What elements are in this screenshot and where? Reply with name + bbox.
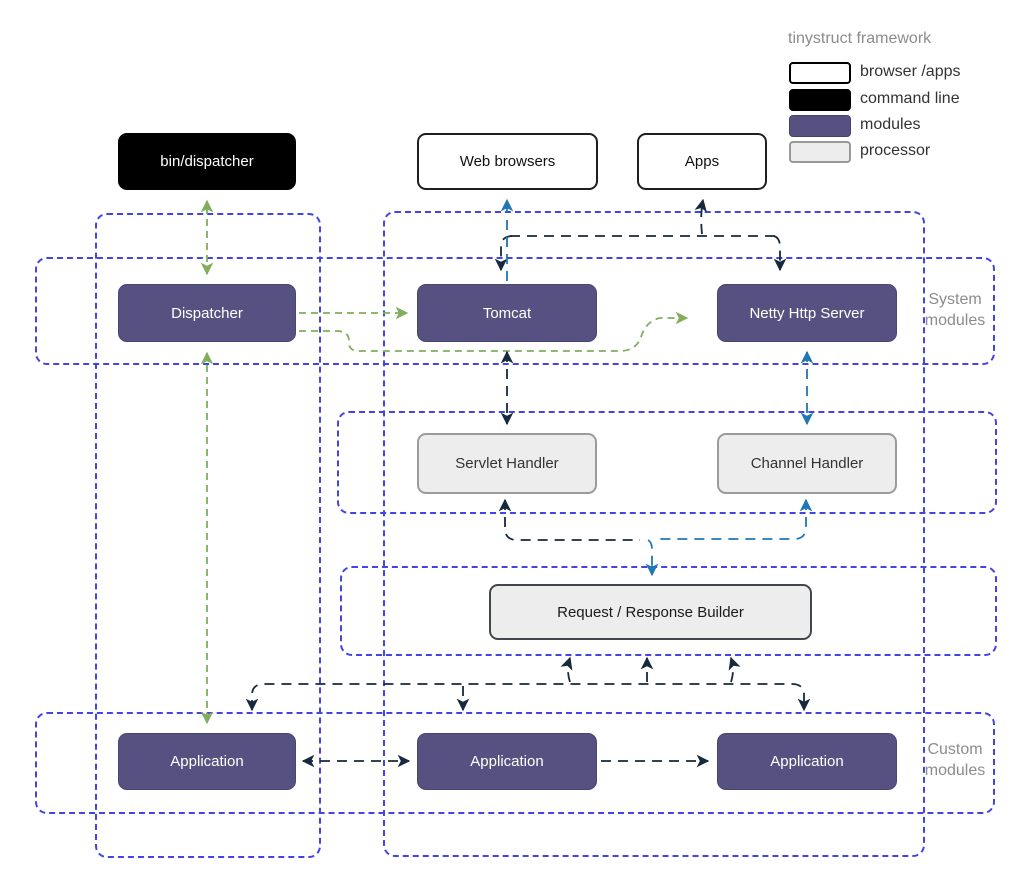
legend-swatch-processor (789, 141, 851, 163)
legend-title: tinystruct framework (788, 30, 932, 47)
node-application-1: Application (118, 733, 296, 790)
container-builder-band (340, 566, 997, 656)
container-server-column (383, 211, 925, 857)
legend-label-command-line: command line (860, 90, 960, 107)
legend-swatch-modules (789, 115, 851, 137)
legend-swatch-browser-apps (789, 62, 851, 84)
node-bin-dispatcher: bin/dispatcher (118, 133, 296, 190)
container-custom-modules-band (35, 712, 995, 814)
node-tomcat: Tomcat (417, 284, 597, 342)
node-application-3: Application (717, 733, 897, 790)
node-request-response-builder: Request / Response Builder (489, 584, 812, 640)
legend-label-modules: modules (860, 116, 921, 133)
custom-modules-label: Custom modules (924, 741, 986, 779)
legend-label-browser-apps: browser /apps (860, 63, 961, 80)
node-application-2: Application (417, 733, 597, 790)
container-system-modules-band (35, 257, 995, 365)
node-channel-handler: Channel Handler (717, 433, 897, 494)
node-servlet-handler: Servlet Handler (417, 433, 597, 494)
legend-label-processor: processor (860, 142, 931, 159)
node-netty-http-server: Netty Http Server (717, 284, 897, 342)
node-web-browsers: Web browsers (417, 133, 598, 190)
legend-swatch-command-line (789, 89, 851, 111)
system-modules-label: System modules (924, 291, 986, 329)
node-dispatcher: Dispatcher (118, 284, 296, 342)
node-apps: Apps (637, 133, 767, 190)
